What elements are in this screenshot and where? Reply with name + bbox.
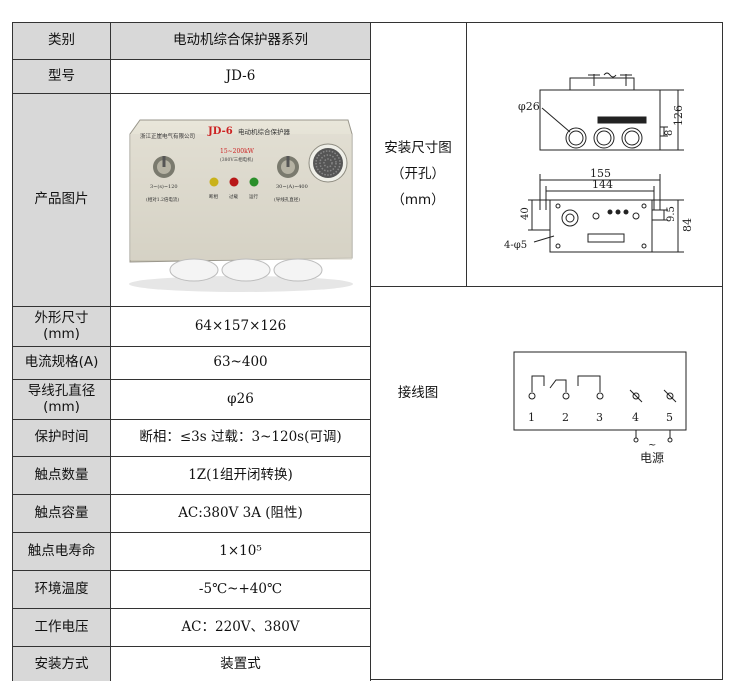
- protection-time-label: 保护时间: [12, 419, 111, 457]
- protection-time-value: 断相：≤3s 过载：3~120s(可调): [110, 419, 371, 457]
- cable-holes: [169, 258, 322, 282]
- speaker-grille-icon: [308, 143, 347, 183]
- contact-life-value: 1×10⁵: [110, 532, 371, 571]
- led-label-phase: 断相: [209, 193, 218, 200]
- photo-range-text: 15~200kW: [220, 148, 255, 155]
- dim-hole-dia: φ26: [518, 100, 540, 113]
- led-label-run: 运行: [249, 193, 258, 200]
- mounting-title: 安装尺寸图: [384, 140, 452, 156]
- current-label: 电流规格(A): [12, 346, 111, 380]
- ambient-temp-label: 环境温度: [12, 570, 111, 609]
- mounting-subtitle: （开孔）: [391, 166, 445, 182]
- contact-capacity-value: AC:380V 3A (阻性): [110, 494, 371, 533]
- model-label: 型号: [12, 59, 111, 94]
- led-red-icon: [229, 177, 238, 187]
- hole-diameter-value: φ26: [110, 379, 371, 420]
- right-panel: 安装尺寸图 （开孔） （mm） 接线图: [370, 22, 723, 680]
- product-image-label: 产品图片: [12, 93, 111, 307]
- led-label-overload: 过载: [229, 193, 238, 200]
- wiring-title: 接线图: [397, 385, 439, 401]
- model-value: JD-6: [110, 59, 371, 94]
- photo-voltage-text: (380V三相电机): [220, 156, 254, 163]
- top-view: [539, 72, 684, 151]
- terminal-label-3: 3: [596, 411, 603, 424]
- dim-width-outer: 155: [590, 167, 611, 180]
- right-knob-icon: [276, 155, 299, 178]
- ac-symbol: ~: [648, 440, 656, 451]
- working-voltage-label: 工作电压: [12, 608, 111, 647]
- mounting-unit: （mm）: [391, 192, 445, 208]
- category-label: 类别: [12, 22, 111, 60]
- panel-divider-horizontal: [370, 286, 722, 287]
- photo-left-knob-note: (相对1.2倍电流): [146, 196, 179, 203]
- dim-left-height: 40: [520, 207, 531, 220]
- contact-count-value: 1Z(1组开闭转换): [110, 456, 371, 495]
- contact-count-label: 触点数量: [12, 456, 111, 495]
- relay-contacts: [531, 375, 601, 392]
- terminal-1-icon: [528, 392, 536, 400]
- terminal-label-1: 1: [528, 411, 535, 424]
- product-photo: 浙江正崖电气有限公司 JD-6 电动机综合保护器 15~200kW (380V三…: [128, 119, 353, 292]
- dim-height: 126: [672, 105, 685, 126]
- current-value: 63~400: [110, 346, 371, 380]
- terminal-4-icon: [629, 389, 643, 403]
- dim-right-small: 9.5: [666, 206, 677, 222]
- category-value: 电动机综合保护器系列: [110, 22, 371, 60]
- terminal-label-4: 4: [632, 411, 639, 424]
- photo-company-text: 浙江正崖电气有限公司: [140, 132, 195, 140]
- dim-small: 8: [664, 130, 675, 136]
- panel-divider-vertical: [466, 23, 467, 286]
- photo-title-text: 电动机综合保护器: [238, 127, 291, 136]
- install-method-value: 装置式: [110, 646, 371, 681]
- left-knob-icon: [152, 155, 175, 178]
- hole-diameter-label: 导线孔直径(mm): [12, 379, 111, 420]
- terminal-3-icon: [596, 392, 604, 400]
- terminal-5-icon: [663, 389, 677, 403]
- product-image-cell: 浙江正崖电气有限公司 JD-6 电动机综合保护器 15~200kW (380V三…: [110, 93, 371, 307]
- dim-holes: 4-φ5: [504, 240, 527, 251]
- terminal-label-5: 5: [666, 411, 673, 424]
- photo-right-knob-note: (导线孔直径): [274, 196, 300, 203]
- terminal-2-icon: [562, 392, 570, 400]
- dim-right-large: 84: [681, 218, 694, 232]
- front-view: [528, 174, 684, 253]
- dimensions-label: 外形尺寸(mm): [12, 306, 111, 347]
- contact-life-label: 触点电寿命: [12, 532, 111, 571]
- spec-table: 类别 电动机综合保护器系列 型号 JD-6 产品图片: [12, 22, 371, 681]
- led-yellow-icon: [209, 177, 218, 187]
- mounting-drawing: φ26 126 8 155 144 40 9.5 84 4-φ5: [504, 72, 694, 253]
- ambient-temp-value: -5℃~+40℃: [110, 570, 371, 609]
- power-label: 电源: [640, 451, 664, 465]
- dimensions-value: 64×157×126: [110, 306, 371, 347]
- photo-model-text: JD-6: [207, 126, 233, 137]
- working-voltage-value: AC：220V、380V: [110, 608, 371, 647]
- terminal-label-2: 2: [562, 411, 569, 424]
- wiring-diagram: 1 2 3 4 5 ~ 电源: [513, 351, 687, 465]
- led-green-icon: [249, 177, 258, 187]
- contact-capacity-label: 触点容量: [12, 494, 111, 533]
- mounting-label: 安装尺寸图 （开孔） （mm）: [370, 135, 466, 213]
- install-method-label: 安装方式: [12, 646, 111, 681]
- dim-width-inner: 144: [592, 178, 613, 191]
- photo-left-knob-text: 3~(s)~120: [150, 183, 178, 190]
- photo-right-knob-text: 30~(A)~400: [276, 183, 308, 190]
- status-leds: 断相 过载 运行: [209, 177, 258, 200]
